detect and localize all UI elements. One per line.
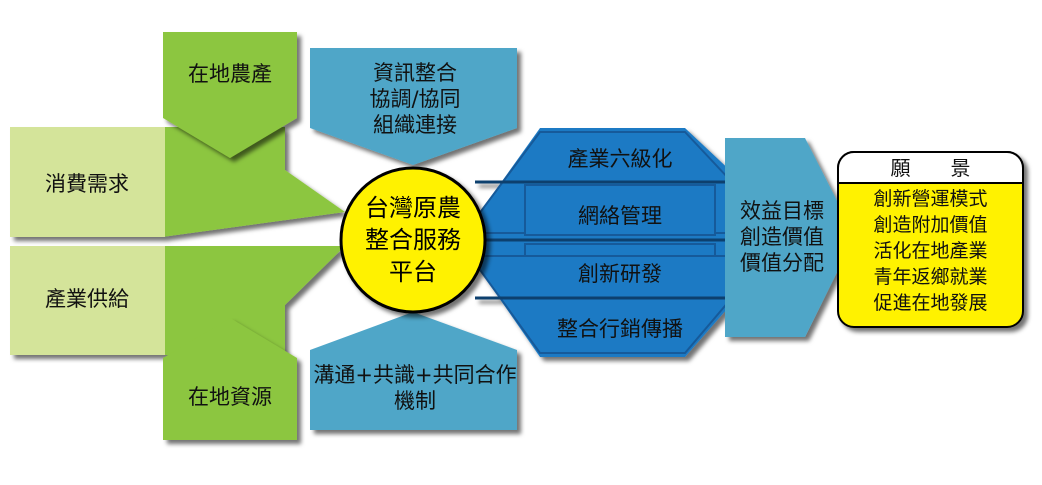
support-bottom-line-1: 溝通+共識+共同合作: [313, 363, 517, 387]
function-label-2: 網絡管理: [578, 204, 662, 228]
support-top-line-2: 協調/協同: [369, 87, 461, 111]
hub-line-1: 台灣原農: [365, 194, 461, 222]
support-top-line-1: 資訊整合: [373, 61, 457, 85]
hub-text: 台灣原農 整合服務 平台: [343, 192, 483, 288]
function-bands: [468, 128, 735, 357]
vision-item-1: 創新營運模式: [873, 188, 988, 210]
function-label-1: 產業六級化: [567, 147, 673, 171]
function-label-3: 創新研發: [578, 262, 662, 286]
vision-box: [837, 151, 1024, 328]
benefits-text: 效益目標 創造價值 價值分配: [722, 198, 842, 276]
benefits-line-3: 價值分配: [740, 251, 824, 275]
vision-item-5: 促進在地發展: [873, 292, 988, 314]
vision-title: 願 景: [890, 156, 971, 180]
supply-label: 產業供給: [45, 287, 129, 311]
support-bottom-line-2: 機制: [394, 389, 436, 413]
support-top-text: 資訊整合 協調/協同 組織連接: [315, 60, 515, 138]
vision-item-3: 活化在地產業: [873, 240, 988, 262]
vision-list: 創新營運模式 創造附加價值 活化在地產業 青年返鄉就業 促進在地發展: [838, 186, 1023, 316]
support-bottom-text: 溝通+共識+共同合作 機制: [305, 362, 525, 414]
demand-arrow: [10, 127, 345, 237]
hub-line-3: 平台: [389, 258, 437, 286]
function-label-4: 整合行銷傳播: [557, 317, 683, 341]
supply-arrow: [10, 246, 345, 355]
local-resources-shape: [163, 318, 297, 440]
hub-circle: [339, 166, 487, 314]
local-products-shape: [163, 32, 297, 158]
vision-item-4: 青年返鄉就業: [873, 266, 988, 288]
support-top-shape: [310, 48, 517, 165]
support-top-line-3: 組織連接: [373, 113, 457, 137]
benefits-arrow: [725, 138, 855, 337]
benefits-line-1: 效益目標: [740, 199, 824, 223]
local-products-label: 在地農產: [188, 62, 272, 86]
local-resources-label: 在地資源: [188, 385, 272, 409]
hub-line-2: 整合服務: [365, 226, 461, 254]
support-bottom-shape: [310, 312, 517, 430]
benefits-line-2: 創造價值: [740, 225, 824, 249]
vision-item-2: 創造附加價值: [873, 214, 988, 236]
demand-label: 消費需求: [45, 172, 129, 196]
